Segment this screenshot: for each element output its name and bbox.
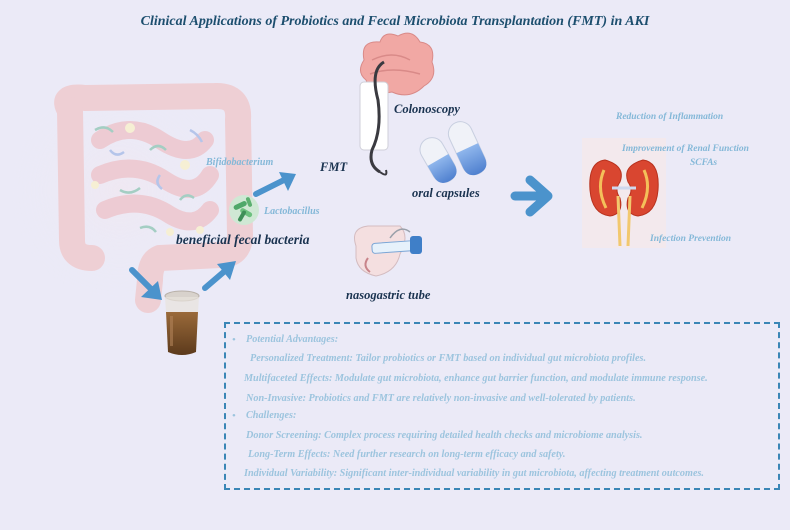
nasogastric-tube-label: nasogastric tube	[346, 288, 431, 302]
fmt-label: FMT	[320, 160, 348, 174]
oral-capsules-label: oral capsules	[412, 186, 480, 200]
fecal-suspension-glass-icon	[164, 290, 200, 355]
arrow-intestine-to-glass	[129, 267, 162, 300]
outcome-renal-function: Improvement of Renal Function	[622, 144, 749, 154]
bullet-challenges: •	[232, 410, 236, 422]
outcome-infection-prevention: Infection Prevention	[650, 234, 732, 244]
diagram-title: Clinical Applications of Probiotics and …	[140, 14, 650, 29]
advantage-item: Non-Invasive: Probiotics and FMT are rel…	[246, 393, 636, 404]
challenge-item: Long-Term Effects: Need further research…	[248, 449, 566, 460]
arrow-to-kidney	[510, 175, 553, 217]
nasogastric-tube-icon	[354, 225, 422, 277]
oral-capsules-icon	[419, 121, 487, 183]
kidney-icon	[582, 138, 666, 248]
challenges-heading: Challenges:	[246, 410, 297, 421]
intestine-illustration	[10, 80, 254, 313]
advantages-challenges-box: • Potential Advantages: Personalized Tre…	[224, 322, 780, 490]
outcome-inflammation: Reduction of Inflammation	[616, 112, 724, 122]
advantage-item: Personalized Treatment: Tailor probiotic…	[250, 353, 647, 364]
advantages-heading: Potential Advantages:	[246, 334, 339, 345]
bullet-advantages: •	[232, 334, 236, 346]
challenge-item: Donor Screening: Complex process requiri…	[246, 430, 643, 441]
outcome-scfas: SCFAs	[690, 158, 718, 168]
bacteria-cluster-icon	[229, 195, 259, 225]
advantage-item: Multifaceted Effects: Modulate gut micro…	[244, 373, 708, 384]
bifidobacterium-label: Bifidobacterium	[206, 157, 274, 168]
colonoscopy-label: Colonoscopy	[394, 102, 460, 116]
arrow-glass-to-bacteria	[202, 261, 236, 291]
colonoscopy-icon	[359, 32, 435, 176]
arrow-bacteria-to-fmt	[253, 172, 296, 197]
lactobacillus-label: Lactobacillus	[264, 206, 320, 217]
challenge-item: Individual Variability: Significant inte…	[244, 468, 704, 479]
beneficial-fecal-bacteria-label: beneficial fecal bacteria	[176, 232, 310, 247]
